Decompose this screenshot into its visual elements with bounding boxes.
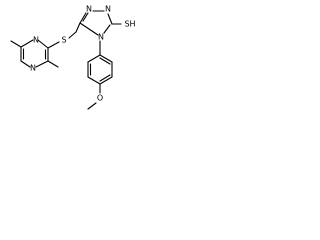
triazole-n4-label: N xyxy=(98,33,104,42)
pyrimidine-ring xyxy=(20,39,49,68)
methoxy-o-label: O xyxy=(97,94,103,103)
pyrimidine-n-bottom-label: N xyxy=(30,64,36,73)
triazole-n1-label: N xyxy=(86,5,92,14)
thioether-s-label: S xyxy=(61,36,66,45)
thiol-sh-label: SH xyxy=(124,20,135,29)
triazole-ring xyxy=(79,10,113,36)
triazole-n2-label: N xyxy=(105,5,111,14)
chemical-structure: N N S N N N SH O xyxy=(10,5,136,110)
methoxy-group xyxy=(87,83,101,110)
methyl-groups xyxy=(10,40,59,68)
methoxyphenyl-ring xyxy=(87,54,113,85)
pyrimidine-n-top-label: N xyxy=(33,36,39,45)
thioether-linker xyxy=(47,22,81,49)
